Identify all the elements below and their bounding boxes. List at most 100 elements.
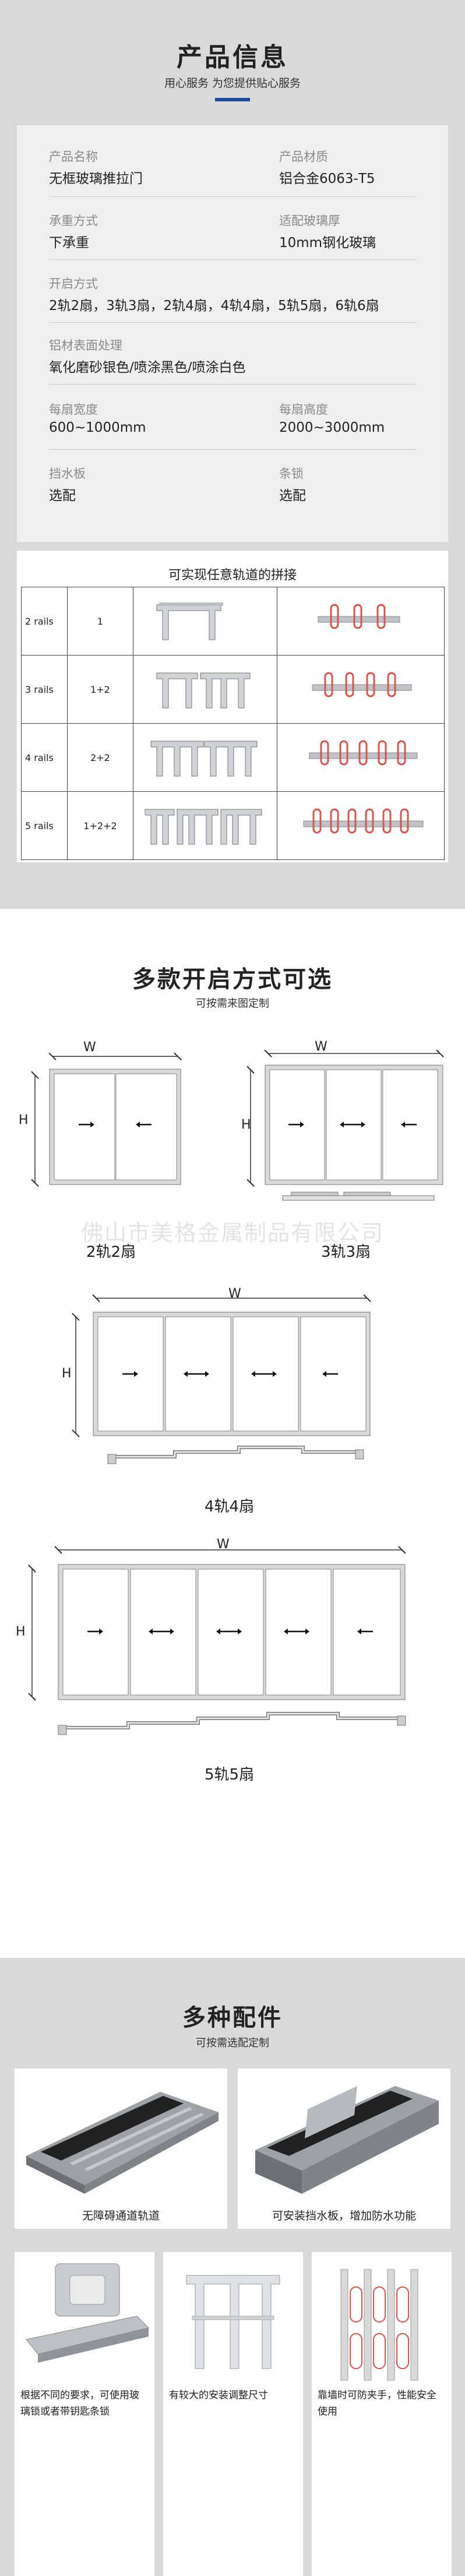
rail-profile-3-icon xyxy=(156,672,251,709)
height-mark: H xyxy=(19,1113,29,1127)
height-mark: H xyxy=(241,1118,251,1132)
rail-assembly-3-icon xyxy=(312,672,412,697)
field-label-bar-lock: 条锁 xyxy=(279,467,304,481)
accessory-card-barrier-free: 无障碍通道轨道 xyxy=(15,2068,227,2229)
rail-profile-4-icon xyxy=(150,741,258,777)
accessory-caption: 根据不同的要求，可使用玻璃锁或者带钥匙条锁 xyxy=(20,2390,139,2418)
width-mark: W xyxy=(217,1537,230,1552)
opening-types-section: 多款开启方式可选 可按需来图定制 W H xyxy=(0,909,465,1958)
rail-name: 3 rails xyxy=(21,655,68,724)
title-accent-bar xyxy=(215,98,250,101)
divider xyxy=(49,384,416,385)
rail-profile-image xyxy=(133,723,277,792)
diagram-caption-2-2: 2轨2扇 xyxy=(86,1243,136,1261)
field-label-finish: 铝材表面处理 xyxy=(49,339,122,353)
divider xyxy=(49,259,416,260)
field-value-opening: 2轨2扇，3轨3扇，2轨4扇，4轨4扇，5轨5扇，6轨6扇 xyxy=(49,298,379,313)
field-value-water-board: 选配 xyxy=(49,488,76,503)
field-label-bearing: 承重方式 xyxy=(49,214,98,228)
rails-combination-panel: 可实现任意轨道的拼接 2 rails 1 xyxy=(17,551,448,862)
field-value-product-name: 无框玻璃推拉门 xyxy=(49,171,143,186)
divider xyxy=(49,322,416,323)
accessory-caption: 可安装挡水板，增加防水功能 xyxy=(272,2209,416,2222)
field-label-water-board: 挡水板 xyxy=(49,467,86,481)
rail-assembly-image xyxy=(276,791,445,860)
rail-name: 5 rails xyxy=(21,791,68,860)
accessories-subtitle: 可按需选配定制 xyxy=(196,2037,269,2049)
barrier-free-track-icon xyxy=(26,2092,219,2194)
rail-profile-image xyxy=(133,655,277,724)
rail-name: 2 rails xyxy=(21,587,68,656)
diagram-caption-5-5: 5轨5扇 xyxy=(205,1766,255,1784)
opening-subtitle: 可按需来图定制 xyxy=(196,998,269,1010)
rail-assembly-image xyxy=(276,587,445,656)
field-label-glass: 适配玻璃厚 xyxy=(279,214,340,228)
info-card: 产品名称 无框玻璃推拉门 产品材质 铝合金6063-T5 承重方式 下承重 适配… xyxy=(17,125,448,542)
width-mark: W xyxy=(83,1040,96,1055)
diagram-caption-4-4: 4轨4扇 xyxy=(205,1498,255,1516)
width-mark: W xyxy=(315,1039,327,1054)
adjust-profile-icon xyxy=(186,2275,280,2369)
diagram-caption-3-3: 3轨3扇 xyxy=(321,1243,371,1261)
accessories-section: 多种配件 可按需选配定制 无障碍通道轨道 可安装挡水板，增加防水功能 xyxy=(0,1958,465,2576)
accessory-caption: 无障碍通道轨道 xyxy=(82,2209,160,2222)
divider xyxy=(49,449,416,450)
accessory-card-water-board: 可安装挡水板，增加防水功能 xyxy=(238,2068,450,2229)
watermark-text: 佛山市美格金属制品有限公司 xyxy=(80,1220,384,1246)
field-label-product-name: 产品名称 xyxy=(49,150,98,164)
accessory-card-adjust: 有较大的安装调整尺寸 xyxy=(163,2252,303,2576)
rail-assembly-image xyxy=(276,723,445,792)
accessory-card-lock: 根据不同的要求，可使用玻璃锁或者带钥匙条锁 xyxy=(15,2252,154,2576)
accessories-title: 多种配件 xyxy=(182,2004,283,2031)
product-info-section: 产品信息 用心服务 为您提供贴心服务 产品名称 无框玻璃推拉门 产品材质 铝合金… xyxy=(0,0,465,909)
rail-profile-image xyxy=(133,587,277,656)
rail-profile-image xyxy=(133,791,277,860)
rail-combo: 2+2 xyxy=(66,723,134,792)
field-label-opening: 开启方式 xyxy=(49,277,98,291)
field-value-material: 铝合金6063-T5 xyxy=(279,171,375,186)
rail-combo: 1+2+2 xyxy=(66,791,134,860)
info-title: 产品信息 xyxy=(177,43,288,72)
accessory-caption: 有较大的安装调整尺寸 xyxy=(169,2390,268,2401)
diagram-4-rails-4-panels xyxy=(72,1294,371,1464)
divider xyxy=(49,196,416,197)
diagram-2-rails-2-panels xyxy=(31,1052,182,1187)
field-value-glass: 10mm钢化玻璃 xyxy=(279,235,376,251)
field-value-bar-lock: 选配 xyxy=(279,488,306,503)
field-value-finish: 氧化磨砂银色/喷涂黑色/喷涂白色 xyxy=(49,360,246,375)
accessory-card-anti-pinch: 靠墙时可防夹手，性能安全使用 xyxy=(312,2252,452,2576)
rail-assembly-2-icon xyxy=(318,604,400,629)
height-mark: H xyxy=(16,1624,26,1639)
rail-combo: 1+2 xyxy=(66,655,134,724)
rail-assembly-4-icon xyxy=(309,740,418,766)
rail-assembly-image xyxy=(276,655,445,724)
table-row: 5 rails 1+2+2 xyxy=(21,791,445,860)
field-label-height: 每扇高度 xyxy=(279,403,328,417)
field-value-bearing: 下承重 xyxy=(49,235,89,251)
info-subtitle: 用心服务 为您提供贴心服务 xyxy=(164,77,301,90)
table-row: 2 rails 1 xyxy=(21,587,445,656)
table-row: 4 rails 2+2 xyxy=(21,723,445,792)
rail-profile-2-icon xyxy=(156,602,224,640)
rail-assembly-5-icon xyxy=(303,808,424,834)
field-label-width: 每扇宽度 xyxy=(49,403,98,417)
rails-table: 2 rails 1 xyxy=(21,587,445,860)
accessory-caption: 靠墙时可防夹手，性能安全使用 xyxy=(318,2390,436,2418)
rail-name: 4 rails xyxy=(21,723,68,792)
width-mark: W xyxy=(228,1287,241,1301)
rail-combo: 1 xyxy=(66,587,134,656)
diagram-3-rails-3-panels xyxy=(246,1049,444,1201)
field-label-material: 产品材质 xyxy=(279,150,328,164)
field-value-width: 600~1000mm xyxy=(49,420,146,435)
diagram-5-rails-5-panels xyxy=(28,1546,406,1735)
table-row: 3 rails 1+2 xyxy=(21,655,445,724)
height-mark: H xyxy=(62,1366,72,1381)
opening-title: 多款开启方式可选 xyxy=(132,966,333,993)
field-value-height: 2000~3000mm xyxy=(279,420,385,435)
water-board-track-icon xyxy=(255,2086,439,2194)
glass-lock-icon xyxy=(26,2263,149,2363)
rail-profile-5-icon xyxy=(145,809,262,845)
anti-pinch-profile-icon xyxy=(340,2269,418,2381)
rails-title: 可实现任意轨道的拼接 xyxy=(168,568,297,583)
